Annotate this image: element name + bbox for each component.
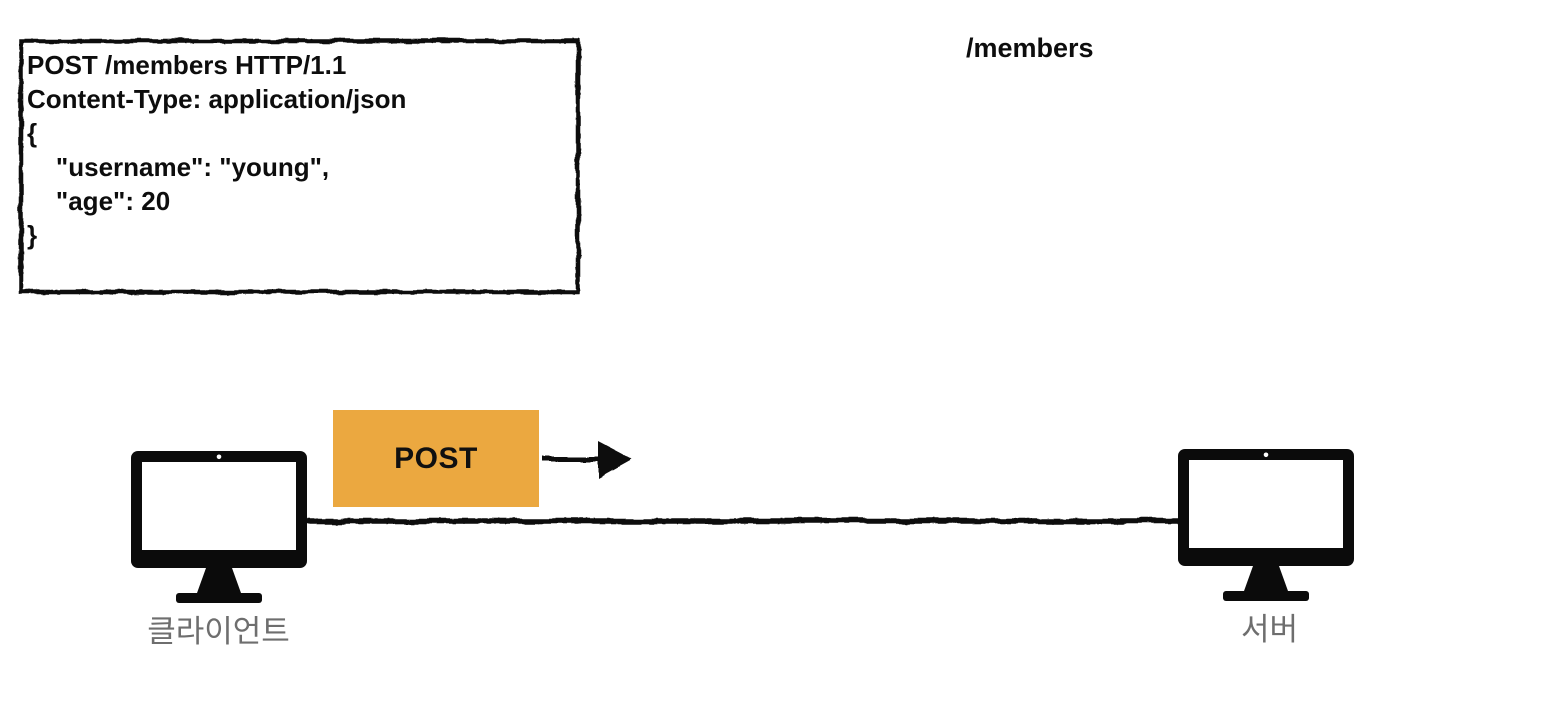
- endpoint-path-label: /members: [966, 33, 1094, 63]
- post-method-label: POST: [394, 441, 478, 475]
- request-line: POST /members HTTP/1.1: [27, 50, 347, 80]
- post-method-box: POST: [333, 410, 539, 507]
- arrow-right-icon: [598, 441, 632, 478]
- request-line: {: [27, 118, 38, 148]
- http-request-box: POST /members HTTP/1.1 Content-Type: app…: [16, 36, 582, 296]
- server-label: 서버: [1240, 612, 1299, 647]
- client-label: 클라이언트: [147, 614, 290, 649]
- client-monitor-icon: [130, 451, 308, 604]
- request-line: "age": 20: [27, 186, 171, 216]
- request-line: Content-Type: application/json: [27, 84, 407, 114]
- request-box-border: [18, 38, 581, 295]
- request-line: "username": "young",: [27, 152, 330, 182]
- server-monitor-icon: [1177, 449, 1355, 602]
- request-line: }: [27, 220, 38, 250]
